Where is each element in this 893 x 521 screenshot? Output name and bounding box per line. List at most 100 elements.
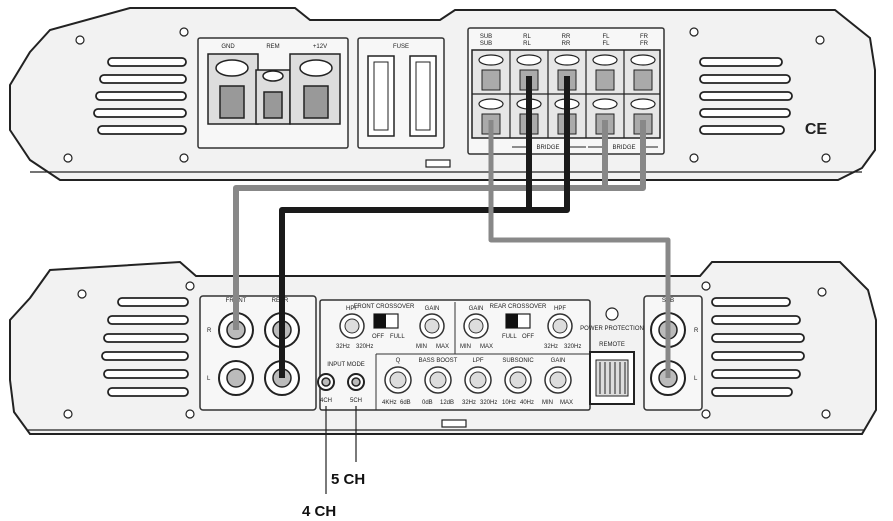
fuse-label: FUSE bbox=[393, 44, 409, 50]
speaker-label-fl-b: FL bbox=[602, 41, 610, 47]
remote-label: REMOTE bbox=[599, 342, 625, 348]
input-mode-5ch-option: 5CH bbox=[350, 398, 362, 404]
vent-slot bbox=[117, 297, 189, 307]
sub-gain-max: MAX bbox=[560, 400, 573, 406]
screw bbox=[689, 27, 699, 37]
screw bbox=[821, 153, 831, 163]
input-mode-callouts: 5 CH 4 CH bbox=[302, 406, 365, 520]
front-hpf-max: 320Hz bbox=[356, 344, 373, 350]
rear-gain-min: MIN bbox=[460, 344, 471, 350]
bottom-right-vents bbox=[711, 297, 805, 397]
vent-slot bbox=[699, 74, 791, 84]
rca-panel-left bbox=[199, 295, 317, 411]
speaker-label-rr-b: RR bbox=[562, 41, 571, 47]
vent-slot bbox=[95, 91, 187, 101]
fuse-2-element bbox=[415, 61, 431, 131]
gnd-clamp bbox=[219, 85, 245, 119]
front-hpf-min: 32Hz bbox=[336, 344, 350, 350]
front-hpf-knob-cap bbox=[344, 318, 360, 334]
subsonic-knob-cap bbox=[509, 371, 527, 389]
front-rear-rca-panel: FRONT REAR R L bbox=[199, 295, 317, 411]
vent-slot bbox=[103, 369, 189, 379]
power-terminal-block: GND REM +12V bbox=[197, 37, 349, 149]
rear-gain-knob-cap bbox=[468, 318, 484, 334]
rem-label: REM bbox=[266, 44, 279, 50]
terminal-clamp bbox=[633, 69, 653, 91]
speaker-label-rr-a: RR bbox=[562, 34, 571, 40]
vent-slot bbox=[99, 74, 187, 84]
vent-slot bbox=[699, 57, 783, 67]
vent-slot bbox=[107, 315, 189, 325]
bottom-amp-led bbox=[441, 419, 467, 428]
input-mode-4ch-option: 4CH bbox=[320, 398, 332, 404]
rear-hpf-label: HPF bbox=[554, 306, 566, 312]
screw bbox=[821, 409, 831, 419]
five-ch-label: 5 CH bbox=[331, 471, 365, 488]
speaker-label-sub-b: SUB bbox=[480, 41, 492, 47]
wire-sub-gray bbox=[488, 120, 671, 378]
front-hpf-label: HPF bbox=[346, 306, 358, 312]
q-label: Q bbox=[396, 358, 401, 364]
bottom-amplifier: FRONT REAR R L HPF 32Hz 320Hz FRONT bbox=[9, 260, 877, 435]
wiring bbox=[233, 76, 671, 378]
vent-slot bbox=[699, 108, 791, 118]
sub-channel-r-label: R bbox=[694, 328, 699, 334]
rear-gain-max: MAX bbox=[480, 344, 493, 350]
speaker-label-fr-b: FR bbox=[640, 41, 649, 47]
top-left-vents bbox=[93, 57, 187, 135]
plus12v-clamp bbox=[303, 85, 329, 119]
screw bbox=[701, 409, 711, 419]
terminal-screw bbox=[478, 98, 504, 110]
fuse-1 bbox=[367, 55, 395, 137]
bass-boost-label: BASS BOOST bbox=[419, 358, 458, 364]
plus12v-label: +12V bbox=[313, 44, 327, 50]
screw bbox=[185, 281, 195, 291]
front-crossover-label: FRONT CROSSOVER bbox=[354, 304, 415, 310]
rear-crossover-label: REAR CROSSOVER bbox=[490, 304, 547, 310]
bridge-label-front: BRIDGE bbox=[612, 145, 635, 151]
sub-gain-min: MIN bbox=[542, 400, 553, 406]
remote-section: POWER PROTECTION REMOTE bbox=[580, 307, 644, 405]
channel-l-label: L bbox=[207, 376, 211, 382]
remote-port-socket bbox=[595, 359, 629, 397]
rear-crossover-off: OFF bbox=[522, 334, 534, 340]
bass-boost-knob-cap bbox=[429, 371, 447, 389]
channel-r-label: R bbox=[207, 328, 212, 334]
sub-gain-knob-cap bbox=[549, 371, 567, 389]
screw bbox=[689, 153, 699, 163]
front-gain-min: MIN bbox=[416, 344, 427, 350]
speaker-label-rl-a: RL bbox=[523, 34, 531, 40]
bass-boost-max: 12dB bbox=[440, 400, 454, 406]
vent-slot bbox=[711, 387, 793, 397]
input-mode-4ch-pin bbox=[321, 377, 331, 387]
q-range-max: 6dB bbox=[400, 400, 411, 406]
bottom-left-vents bbox=[101, 297, 189, 397]
front-gain-knob-cap bbox=[424, 318, 440, 334]
vent-slot bbox=[711, 315, 801, 325]
ce-mark: CE bbox=[805, 121, 828, 138]
speaker-label-rl-b: RL bbox=[523, 41, 531, 47]
top-amplifier: GND REM +12V FUSE SUB SUB R bbox=[9, 7, 876, 181]
vent-slot bbox=[107, 387, 189, 397]
bridge-label-rear: BRIDGE bbox=[536, 145, 559, 151]
front-l-rca-pin bbox=[226, 368, 246, 388]
rear-hpf-knob-cap bbox=[552, 318, 568, 334]
subsonic-label: SUBSONIC bbox=[502, 358, 534, 364]
terminal-screw bbox=[592, 54, 618, 66]
q-range-min: 4KHz bbox=[382, 400, 397, 406]
vent-slot bbox=[101, 351, 189, 361]
rear-hpf-min: 32Hz bbox=[544, 344, 558, 350]
vent-slot bbox=[97, 125, 187, 135]
speaker-label-fl-a: FL bbox=[602, 34, 610, 40]
terminal-screw bbox=[554, 54, 580, 66]
screw bbox=[63, 153, 73, 163]
rem-screw bbox=[262, 70, 284, 82]
sub-rca-panel: SUB R L bbox=[643, 295, 703, 411]
bottom-screws bbox=[63, 281, 831, 419]
fuse-1-element bbox=[373, 61, 389, 131]
vent-slot bbox=[107, 57, 187, 67]
rem-clamp bbox=[263, 91, 283, 119]
speaker-label-fr-a: FR bbox=[640, 34, 649, 40]
rear-crossover-full: FULL bbox=[502, 334, 517, 340]
